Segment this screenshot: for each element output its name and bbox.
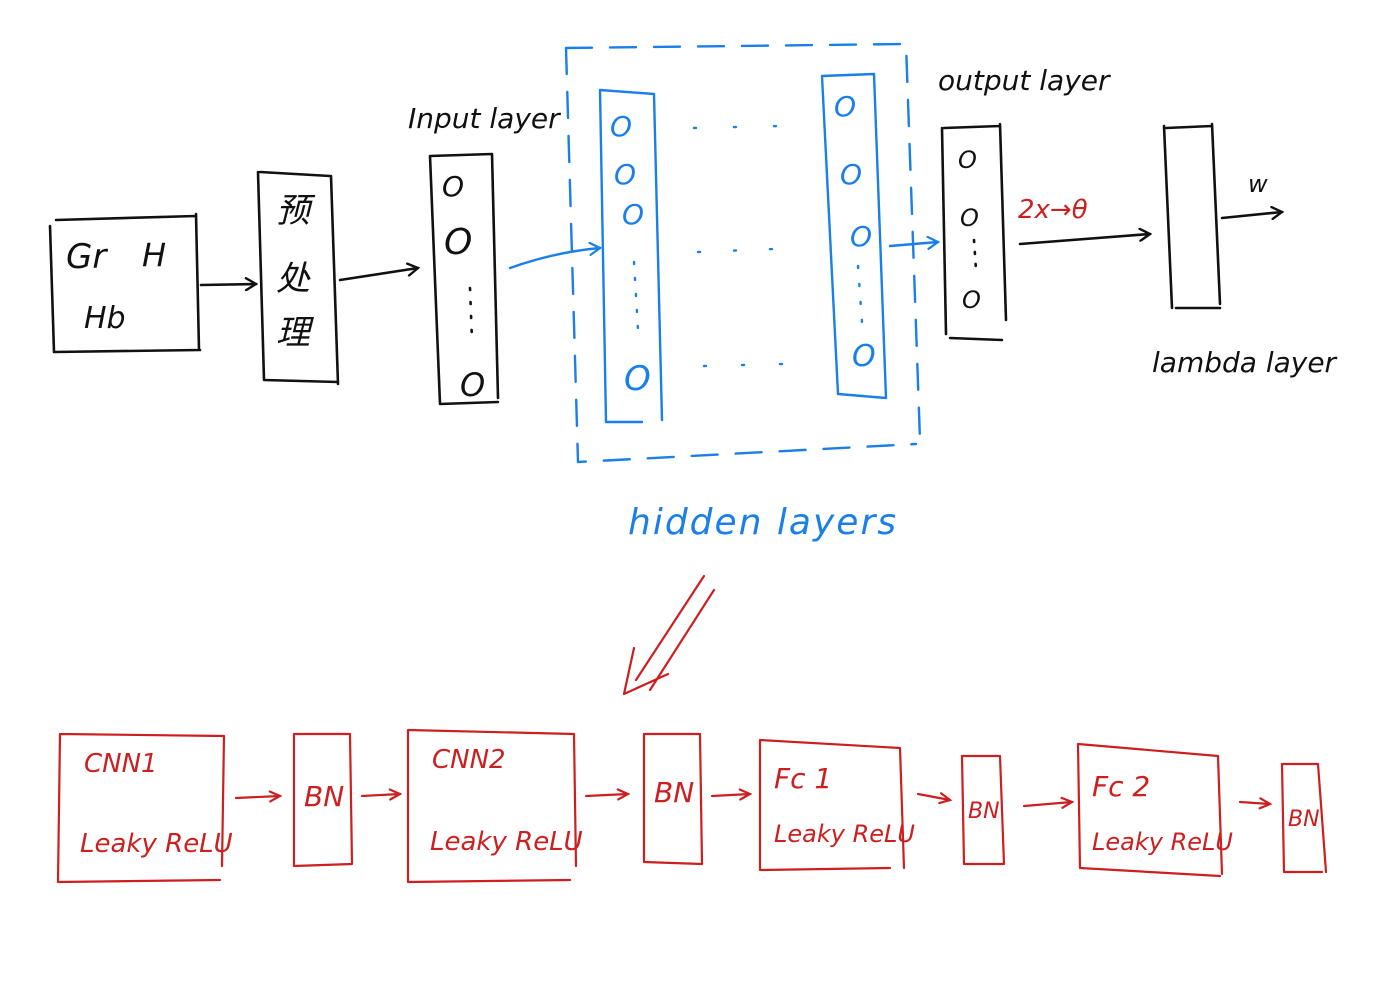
pipeline-arrow — [916, 794, 950, 800]
input-node: O — [444, 222, 472, 263]
arrow-preprocess-to-input-layer — [338, 268, 418, 282]
pipeline-arrow — [1022, 802, 1072, 806]
ellipsis-dots — [702, 362, 786, 368]
block-title: BN — [304, 780, 344, 813]
pipeline-block-bn4: BN — [1280, 762, 1328, 874]
hidden-node: O — [624, 359, 651, 399]
hidden-node: O — [840, 158, 862, 191]
pipeline-block-cnn1: CNN1 Leaky ReLU — [56, 732, 233, 884]
block-activation: Leaky ReLU — [430, 827, 583, 857]
input-node: O — [442, 170, 464, 203]
label-gr: Gr — [66, 237, 108, 277]
hidden-node: O — [610, 110, 632, 143]
hidden-layers-label: hidden layers — [628, 502, 898, 543]
hidden-node: O — [850, 220, 872, 253]
block-title: Fc 1 — [774, 762, 832, 795]
expand-arrow — [622, 574, 716, 696]
pipeline-arrow — [234, 796, 280, 798]
block-title: CNN2 — [432, 745, 506, 775]
input-layer-column: Input layer O O O — [408, 102, 561, 406]
ellipsis-dots — [468, 286, 474, 342]
pipeline-block-fc2: Fc 2 Leaky ReLU — [1076, 742, 1233, 878]
preprocess-char-2: 处 — [276, 259, 311, 299]
block-activation: Leaky ReLU — [1092, 828, 1233, 856]
pipeline-block-fc1: Fc 1 Leaky ReLU — [758, 738, 915, 872]
arrow-features-to-preprocess — [199, 284, 256, 285]
hidden-column-left — [598, 88, 664, 424]
preprocess-char-1: 预 — [276, 191, 316, 231]
arrow-lambda-to-w — [1220, 212, 1282, 218]
hidden-column-right — [820, 72, 888, 400]
block-activation: Leaky ReLU — [774, 820, 915, 848]
ellipsis-dots — [972, 238, 978, 272]
lambda-layer-column: lambda layer — [1152, 122, 1338, 379]
input-features-box: Gr H Hb — [48, 212, 202, 354]
ellipsis-dots — [692, 124, 782, 130]
block-title: BN — [968, 799, 1000, 824]
conversion-label: 2x→θ — [1018, 195, 1088, 225]
ellipsis-dots — [856, 264, 864, 324]
hidden-layers-group: O O O O O O O O — [564, 42, 922, 464]
output-node: O — [958, 146, 977, 174]
preprocessing-box: 预 处 理 — [256, 170, 340, 386]
output-layer-label: output layer — [938, 64, 1111, 97]
label-h: H — [142, 236, 166, 274]
arrow-input-to-hidden — [508, 248, 600, 270]
arrow-hidden-to-output — [888, 242, 938, 246]
pipeline-block-bn2: BN — [642, 732, 704, 866]
hidden-node: O — [852, 339, 876, 374]
lambda-layer-label: lambda layer — [1152, 346, 1338, 379]
input-layer-label: Input layer — [408, 102, 561, 135]
preprocess-char-3: 理 — [276, 313, 314, 353]
hidden-dashed-boundary — [564, 42, 922, 464]
pipeline-block-bn1: BN — [292, 732, 354, 868]
pipeline-block-bn3: BN — [960, 754, 1006, 866]
hidden-node: O — [834, 90, 856, 123]
final-output-label: w — [1248, 170, 1268, 198]
block-title: BN — [1288, 807, 1320, 832]
pipeline-arrow — [584, 794, 628, 796]
ellipsis-dots — [632, 260, 640, 332]
input-node: O — [460, 366, 485, 404]
pipeline-block-cnn2: CNN2 Leaky ReLU — [406, 728, 583, 884]
block-activation: Leaky ReLU — [80, 829, 233, 859]
arrow-output-to-lambda — [1018, 234, 1150, 246]
output-node: O — [960, 204, 979, 232]
label-hb: Hb — [84, 301, 126, 336]
pipeline-arrow — [1238, 802, 1270, 804]
block-title: Fc 2 — [1092, 770, 1150, 803]
output-layer-column: output layer O O O — [938, 64, 1111, 342]
block-title: CNN1 — [84, 749, 158, 779]
ellipsis-dots — [696, 246, 802, 254]
hidden-node: O — [622, 198, 644, 231]
hidden-node: O — [614, 158, 636, 191]
output-node: O — [962, 286, 981, 314]
block-title: BN — [654, 776, 694, 809]
pipeline-row: CNN1 Leaky ReLU BN CNN2 Leaky ReLU BN Fc… — [56, 728, 1328, 884]
pipeline-arrow — [360, 794, 400, 796]
pipeline-arrow — [710, 794, 750, 796]
